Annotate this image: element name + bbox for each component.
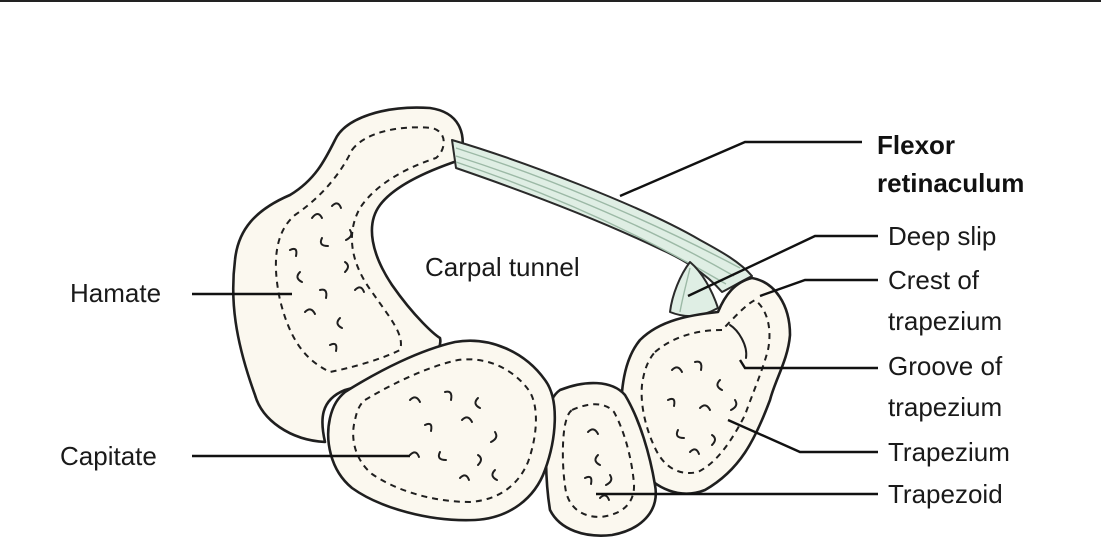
label-groove-line1: Groove of	[888, 351, 1003, 381]
leader-lines	[192, 140, 878, 496]
label-trapezoid: Trapezoid	[888, 479, 1003, 509]
label-flexor-line2: retinaculum	[877, 168, 1024, 198]
label-hamate: Hamate	[70, 278, 161, 308]
label-groove-line2: trapezium	[888, 392, 1002, 422]
top-border-rule	[0, 0, 1101, 2]
capitate-bone	[326, 339, 557, 522]
label-crest-line1: Crest of	[888, 265, 980, 295]
label-deep-slip: Deep slip	[888, 221, 996, 251]
leader-flexor-retinaculum	[619, 140, 862, 198]
leader-deep-slip	[687, 234, 878, 298]
label-capitate: Capitate	[60, 441, 157, 471]
leader-groove	[738, 359, 878, 370]
label-carpal-tunnel: Carpal tunnel	[425, 252, 580, 282]
label-flexor-line1: Flexor	[877, 130, 955, 160]
leader-crest	[759, 278, 878, 298]
label-crest-line2: trapezium	[888, 306, 1002, 336]
label-trapezium: Trapezium	[888, 437, 1010, 467]
flexor-retinaculum	[451, 139, 753, 293]
leader-trapezium	[727, 418, 878, 454]
